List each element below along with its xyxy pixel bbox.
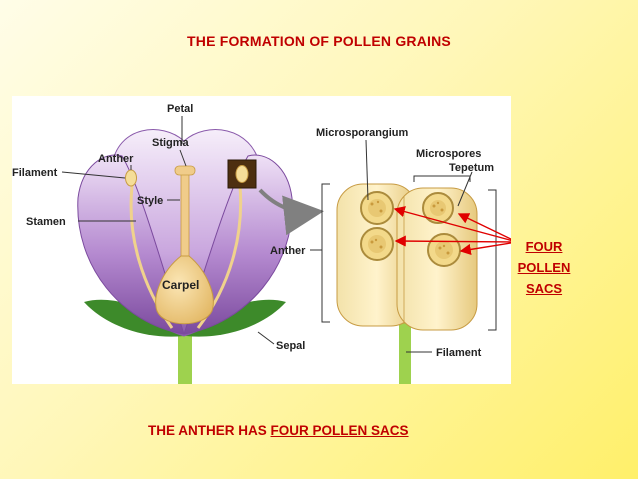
slide-title: THE FORMATION OF POLLEN GRAINS: [187, 33, 451, 49]
magnify-arrow: [258, 188, 324, 236]
detail-bracket-left: [321, 183, 330, 323]
label-microsporangium: Microsporangium: [316, 127, 409, 139]
four-pollen-sacs-label: FOUR POLLEN SACS: [512, 236, 576, 299]
stigma: [174, 165, 196, 176]
anther-detail: [336, 183, 478, 384]
label-stigma: Stigma: [152, 137, 190, 149]
label-style: Style: [137, 195, 163, 207]
caption-emphasis: FOUR POLLEN SACS: [270, 423, 409, 438]
caption-prefix: THE ANTHER HAS: [148, 423, 271, 438]
label-stamen: Stamen: [26, 216, 66, 228]
flower-diagram-svg: Petal Stigma Anther Filament Style Stame…: [12, 103, 511, 384]
slide-caption: THE ANTHER HAS FOUR POLLEN SACS: [148, 423, 409, 438]
label-filament-right: Filament: [436, 347, 482, 359]
pollen-sac-arrows: [393, 206, 511, 255]
four-label-line1: FOUR: [525, 239, 563, 254]
label-filament-left: Filament: [12, 167, 58, 179]
sepal-right: [186, 299, 286, 337]
leader-lines: [61, 116, 473, 353]
carpel-ovary: [155, 255, 214, 325]
flower-stem: [178, 328, 192, 384]
label-petal: Petal: [167, 103, 193, 115]
label-microspores: Microspores: [416, 148, 481, 160]
label-anther-right: Anther: [270, 245, 306, 257]
label-carpel: Carpel: [162, 278, 199, 292]
four-label-line2: POLLEN: [517, 260, 571, 275]
microspores-bracket: [413, 175, 471, 182]
flower-diagram: Petal Stigma Anther Filament Style Stame…: [12, 96, 511, 384]
label-sepal: Sepal: [276, 340, 305, 352]
anther-right: [235, 165, 249, 183]
label-anther-left: Anther: [98, 153, 134, 165]
anther-left: [125, 169, 137, 187]
detail-bracket-right: [488, 189, 497, 331]
label-tepetum: Tepetum: [449, 162, 494, 174]
four-label-line3: SACS: [525, 281, 563, 296]
